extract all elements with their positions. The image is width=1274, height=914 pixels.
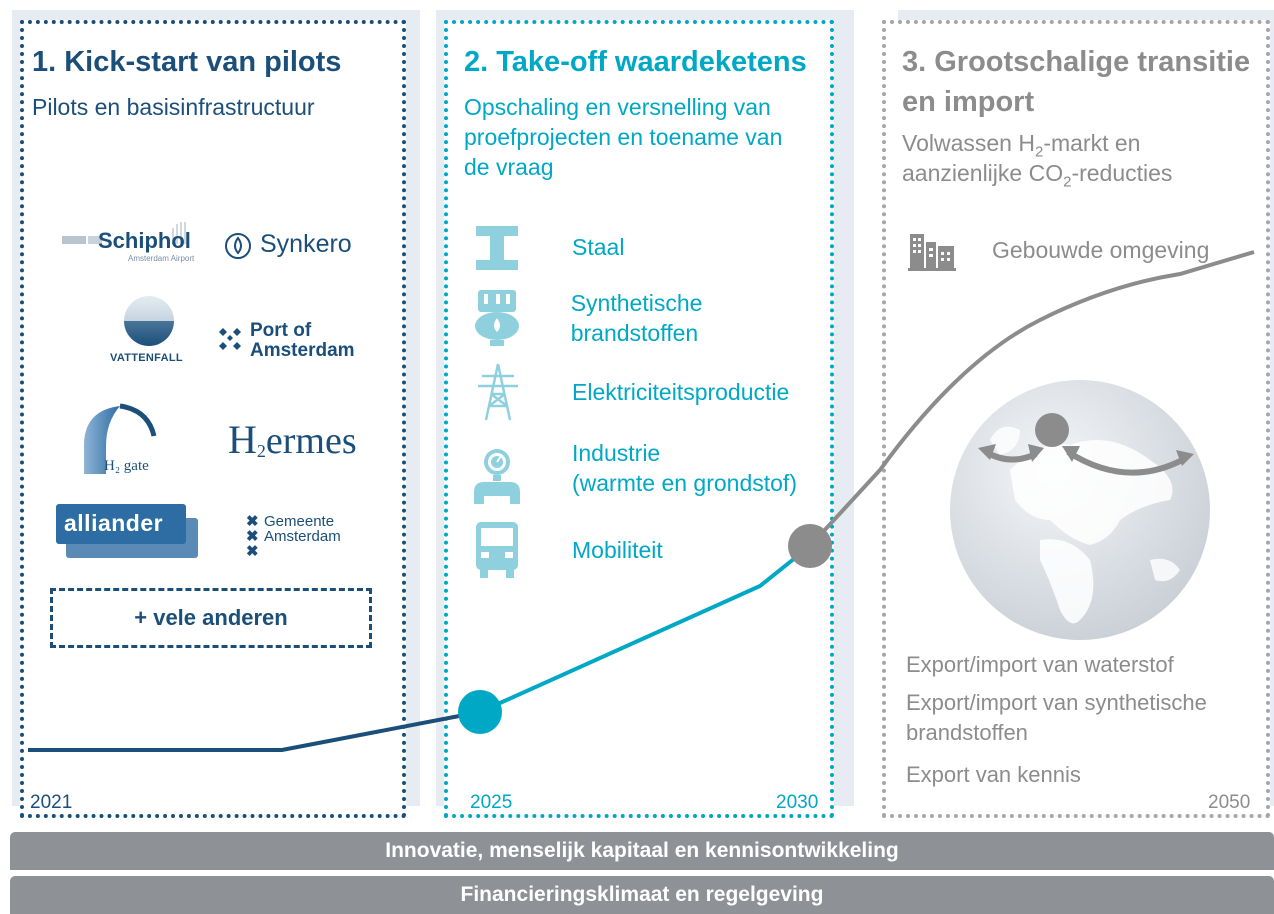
port-wordmark-2: Amsterdam (250, 340, 355, 361)
year-2021: 2021 (30, 792, 73, 813)
alliander-logo: alliander (56, 504, 198, 558)
gemeente-wordmark-2: Amsterdam (264, 528, 341, 545)
trade-item-3: Export van kennis (906, 762, 1081, 787)
sector-label: (warmte en grondstof) (572, 470, 797, 496)
vattenfall-mark (124, 296, 174, 346)
year-2025: 2025 (470, 792, 513, 813)
steel-beam-icon (476, 226, 518, 270)
synkero-wordmark: Synkero (260, 230, 352, 258)
vattenfall-logo: VATTENFALL (94, 294, 204, 364)
phase-2-panel: 2. Take-off waardeketens Opschaling en v… (444, 20, 834, 818)
hermes-sub: 2 (256, 441, 266, 462)
phase-3-title-line2: en import (902, 86, 1035, 118)
trade-item-1: Export/import van waterstof (906, 652, 1174, 677)
schiphol-tagline: Amsterdam Airport (128, 254, 195, 263)
hermes-logo: H2ermes (228, 416, 357, 463)
sector-staal: Staal (472, 222, 624, 272)
hermes-h: H (228, 417, 257, 462)
sector-label-group: Industrie (warmte en grondstof) (572, 438, 797, 498)
phase-1-panel: 1. Kick-start van pilots Pilots en basis… (20, 20, 406, 818)
h2gate-wordmark: H₂ gate (104, 458, 149, 474)
phase-3-subtitle-line1: Volwassen H2-markt en (902, 128, 1140, 168)
truck-icon (476, 522, 518, 578)
sector-label: Gebouwde omgeving (992, 236, 1210, 263)
vattenfall-wordmark: VATTENFALL (110, 352, 183, 364)
sector-elektriciteitsproductie: Elektriciteitsproductie (474, 362, 789, 422)
phase-2-title: 2. Take-off waardeketens (464, 46, 807, 78)
trade-item-2b: brandstoffen (906, 720, 1028, 745)
phase-3-subtitle-line2: aanzienlijke CO2-reducties (902, 158, 1172, 198)
h2gate-logo: H₂ gate (76, 402, 172, 478)
schiphol-logo: Schiphol Amsterdam Airport (62, 216, 202, 270)
more-partners-box: + vele anderen (50, 588, 372, 648)
phase-3-sub2-post: -reducties (1071, 160, 1173, 186)
sector-industrie: Industrie (warmte en grondstof) (470, 438, 797, 516)
phase-1-title: 1. Kick-start van pilots (32, 46, 342, 78)
synkero-drop-icon (225, 233, 251, 259)
schiphol-mark (62, 216, 186, 244)
year-2030: 2030 (776, 792, 819, 813)
finance-bar: Financieringsklimaat en regelgeving (10, 876, 1274, 914)
port-wordmark-1: Port of (250, 320, 312, 341)
hermes-rest: ermes (265, 420, 357, 462)
port-of-amsterdam-logo: Port of Amsterdam (216, 320, 386, 370)
sector-label: Staal (572, 234, 625, 260)
alliander-plate (56, 504, 186, 544)
fuel-tank-icon (475, 290, 519, 346)
phase-3-panel: 3. Grootschalige transitie en import Vol… (882, 20, 1270, 818)
industry-gauge-icon (474, 449, 520, 504)
sector-label: Industrie (572, 440, 661, 466)
sector-mobiliteit: Mobiliteit (472, 520, 663, 580)
phase-2-subtitle: Opschaling en versnelling van proefproje… (464, 94, 783, 180)
phase-1-subtitle: Pilots en basisinfrastructuur (32, 94, 315, 120)
h2gate-mark (84, 403, 157, 474)
sector-synthetische-brandstoffen: Synthetische brandstoffen (470, 288, 830, 348)
power-pylon-icon (478, 363, 518, 421)
phase-3-sub2-pre: aanzienlijke CO (902, 160, 1064, 186)
phase-3-sub1-sub: 2 (1034, 143, 1044, 161)
port-diamonds-icon (219, 328, 241, 350)
phase-3-sub1-post: -markt en (1043, 130, 1141, 156)
phase-3-sub1-pre: Volwassen H (902, 130, 1035, 156)
innovation-bar: Innovatie, menselijk kapitaal en kenniso… (10, 832, 1274, 870)
gemeente-wordmark-1: Gemeente (264, 513, 335, 530)
sector-label: Elektriciteitsproductie (572, 379, 790, 405)
phase-3-title-line1: 3. Grootschalige transitie (902, 46, 1251, 78)
sector-label: Synthetische brandstoffen (570, 290, 703, 346)
gemeente-crosses: ✖✖✖ (246, 513, 259, 560)
sector-gebouwde-omgeving: Gebouwde omgeving (908, 228, 1209, 272)
schiphol-wordmark: Schiphol (98, 228, 191, 253)
buildings-icon (908, 234, 956, 271)
year-2050: 2050 (1208, 792, 1251, 813)
gemeente-amsterdam-logo: ✖✖✖ Gemeente Amsterdam (246, 514, 396, 574)
phase-3-sub2-sub: 2 (1063, 173, 1072, 191)
sector-label: Mobiliteit (572, 537, 663, 563)
trade-item-2: Export/import van synthetische (906, 690, 1207, 715)
alliander-wordmark: alliander (64, 510, 164, 536)
